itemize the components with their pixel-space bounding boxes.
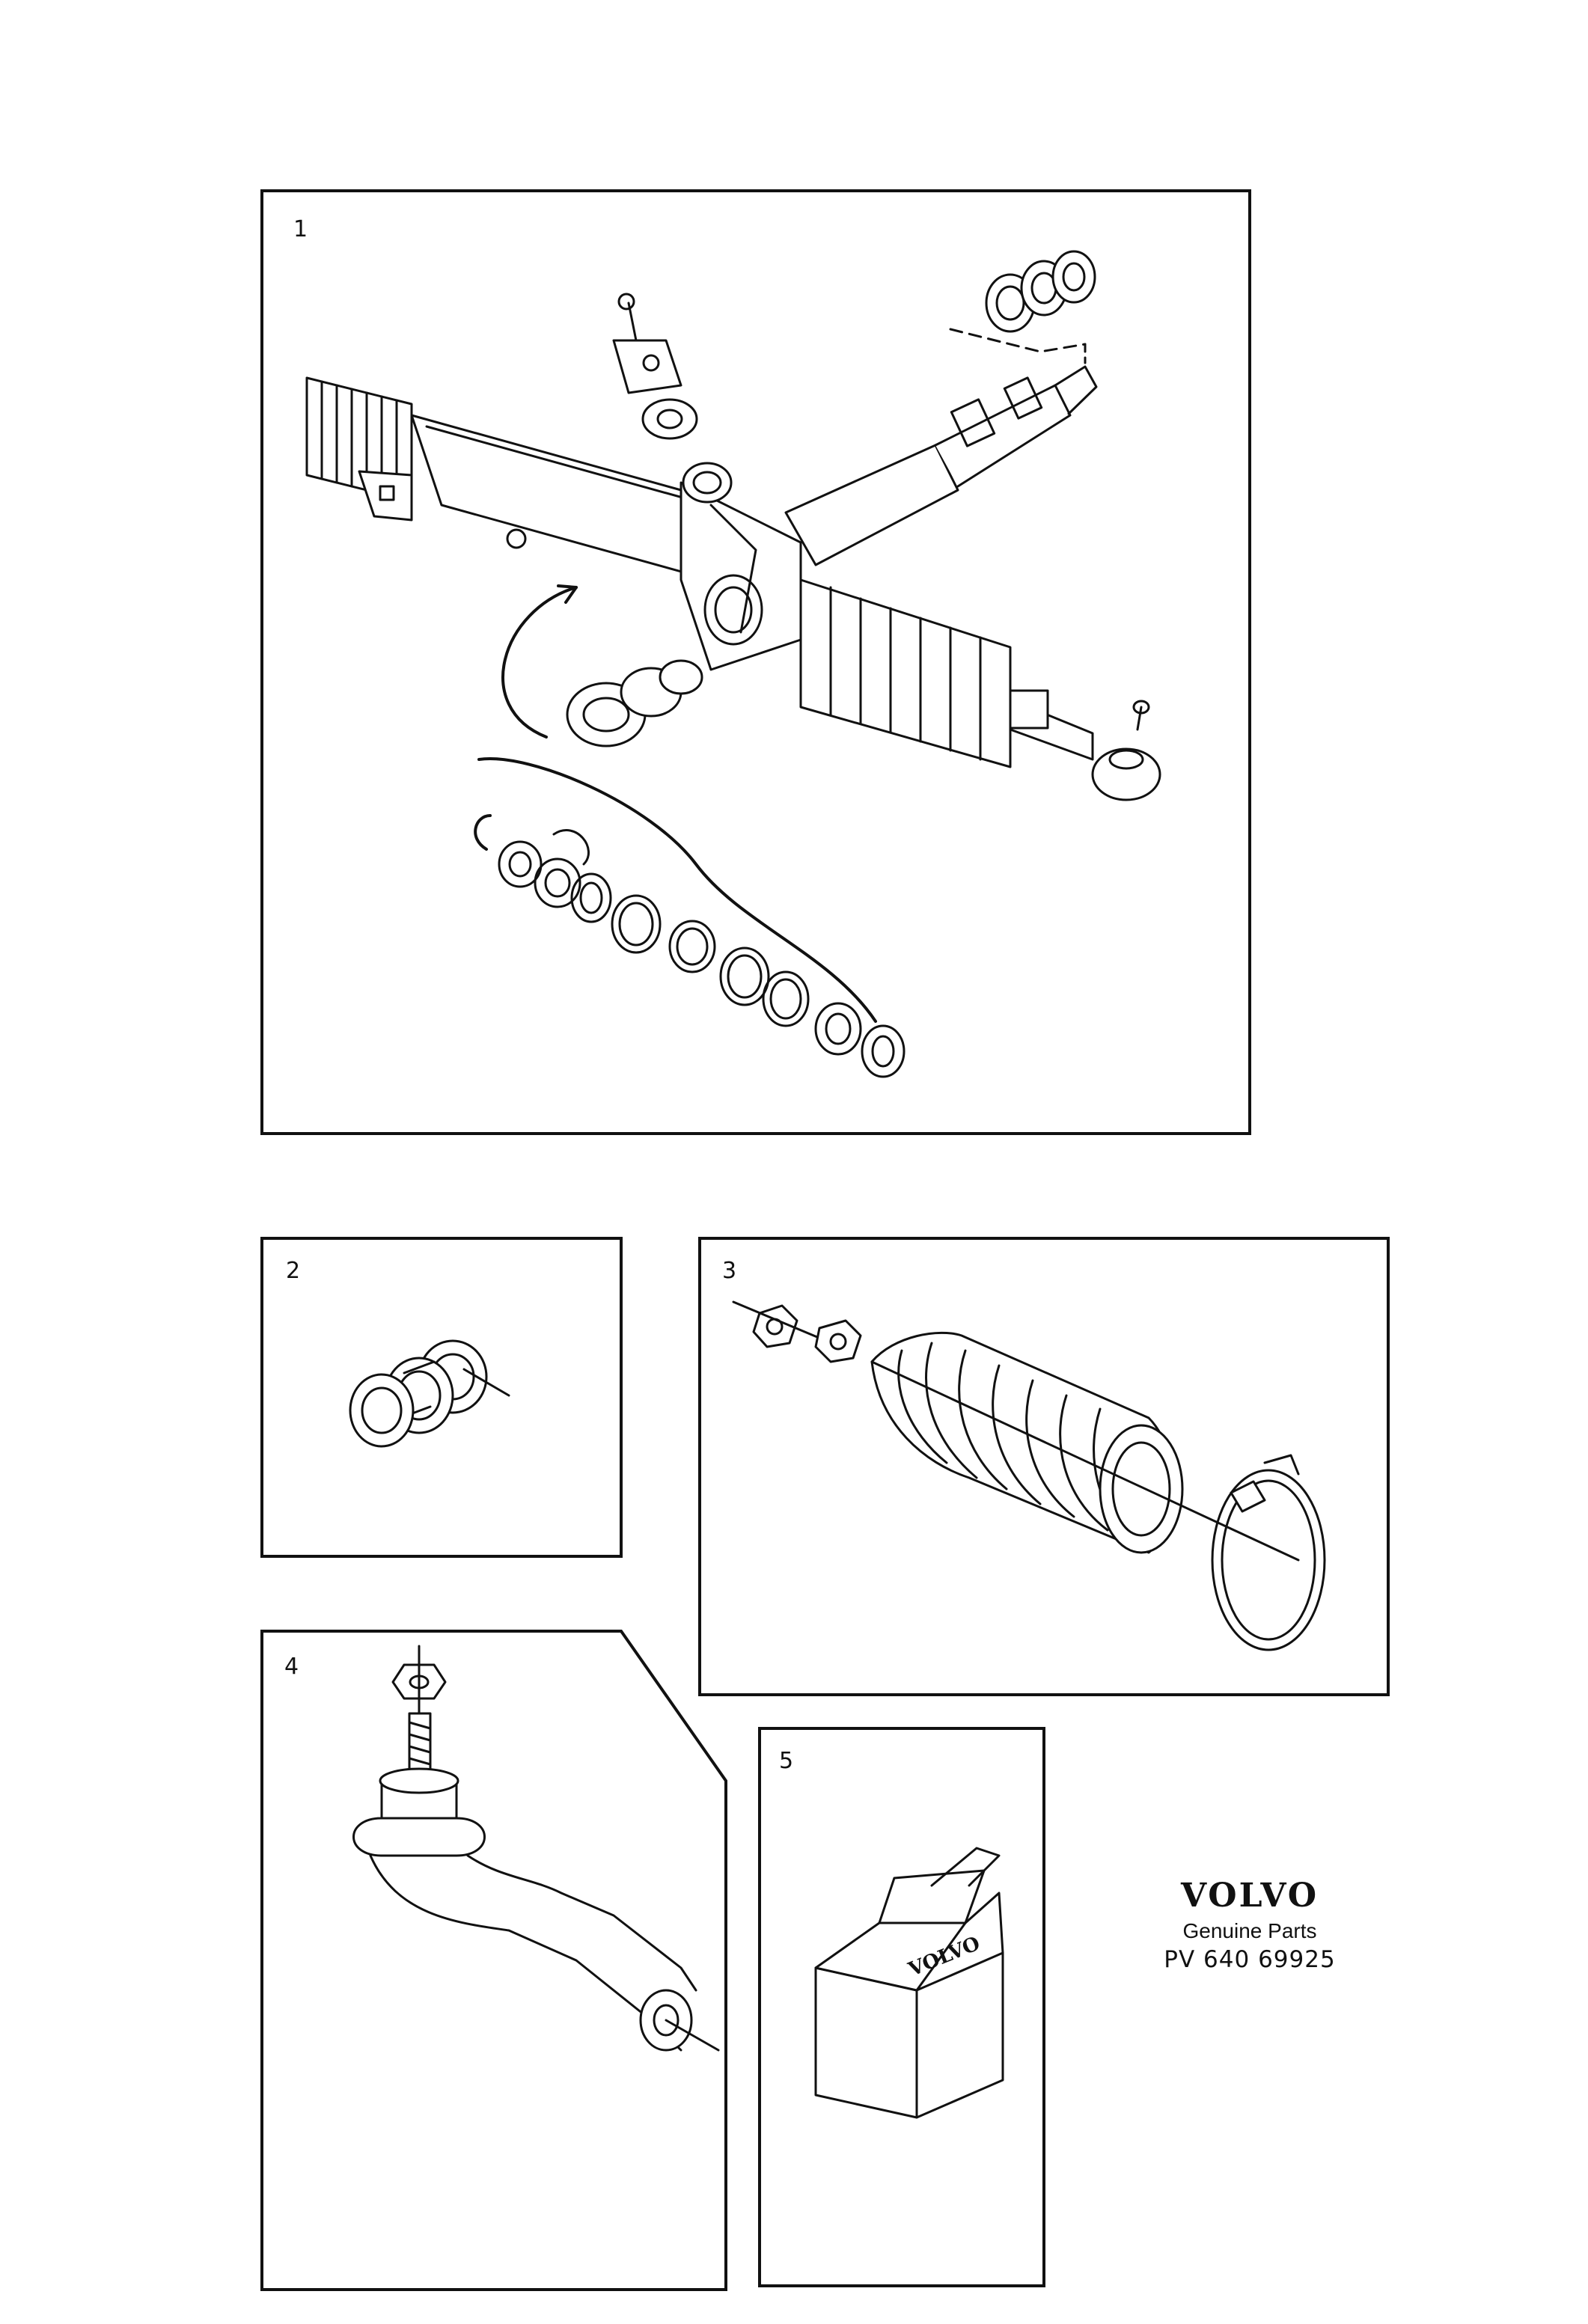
box-illustration bbox=[814, 1847, 1004, 2119]
panel-2-number: 2 bbox=[286, 1258, 301, 1284]
brand-name: VOLVO bbox=[1180, 1877, 1319, 1915]
brand-code: PV 640 69925 bbox=[1164, 1946, 1336, 1973]
brand-block: VOLVO Genuine Parts PV 640 69925 bbox=[1126, 1878, 1373, 1974]
panel-5: 5 VOLVO bbox=[758, 1727, 1045, 2287]
panel-5-number: 5 bbox=[779, 1748, 794, 1774]
panel-1-number: 1 bbox=[293, 216, 308, 242]
tie-rod-end-illustration bbox=[352, 1645, 720, 2052]
panel-4-frame bbox=[260, 1630, 727, 2291]
steering-rack-illustration bbox=[305, 250, 1161, 1078]
panel-1: 1 bbox=[260, 189, 1251, 1135]
panel-5-frame bbox=[758, 1727, 1045, 2287]
brand-subtitle: Genuine Parts bbox=[1182, 1919, 1317, 1942]
panel-3-number: 3 bbox=[722, 1258, 737, 1284]
panel-4: 4 bbox=[260, 1630, 727, 2291]
panel-3: 3 bbox=[698, 1237, 1390, 1696]
panel-1-frame bbox=[260, 189, 1251, 1135]
panel-4-number: 4 bbox=[284, 1654, 299, 1680]
panel-2-frame bbox=[260, 1237, 623, 1558]
bellows-kit-illustration bbox=[732, 1300, 1326, 1651]
panel-2: 2 bbox=[260, 1237, 623, 1558]
bearing-set-illustration bbox=[349, 1339, 510, 1448]
panel-3-frame bbox=[698, 1237, 1390, 1696]
